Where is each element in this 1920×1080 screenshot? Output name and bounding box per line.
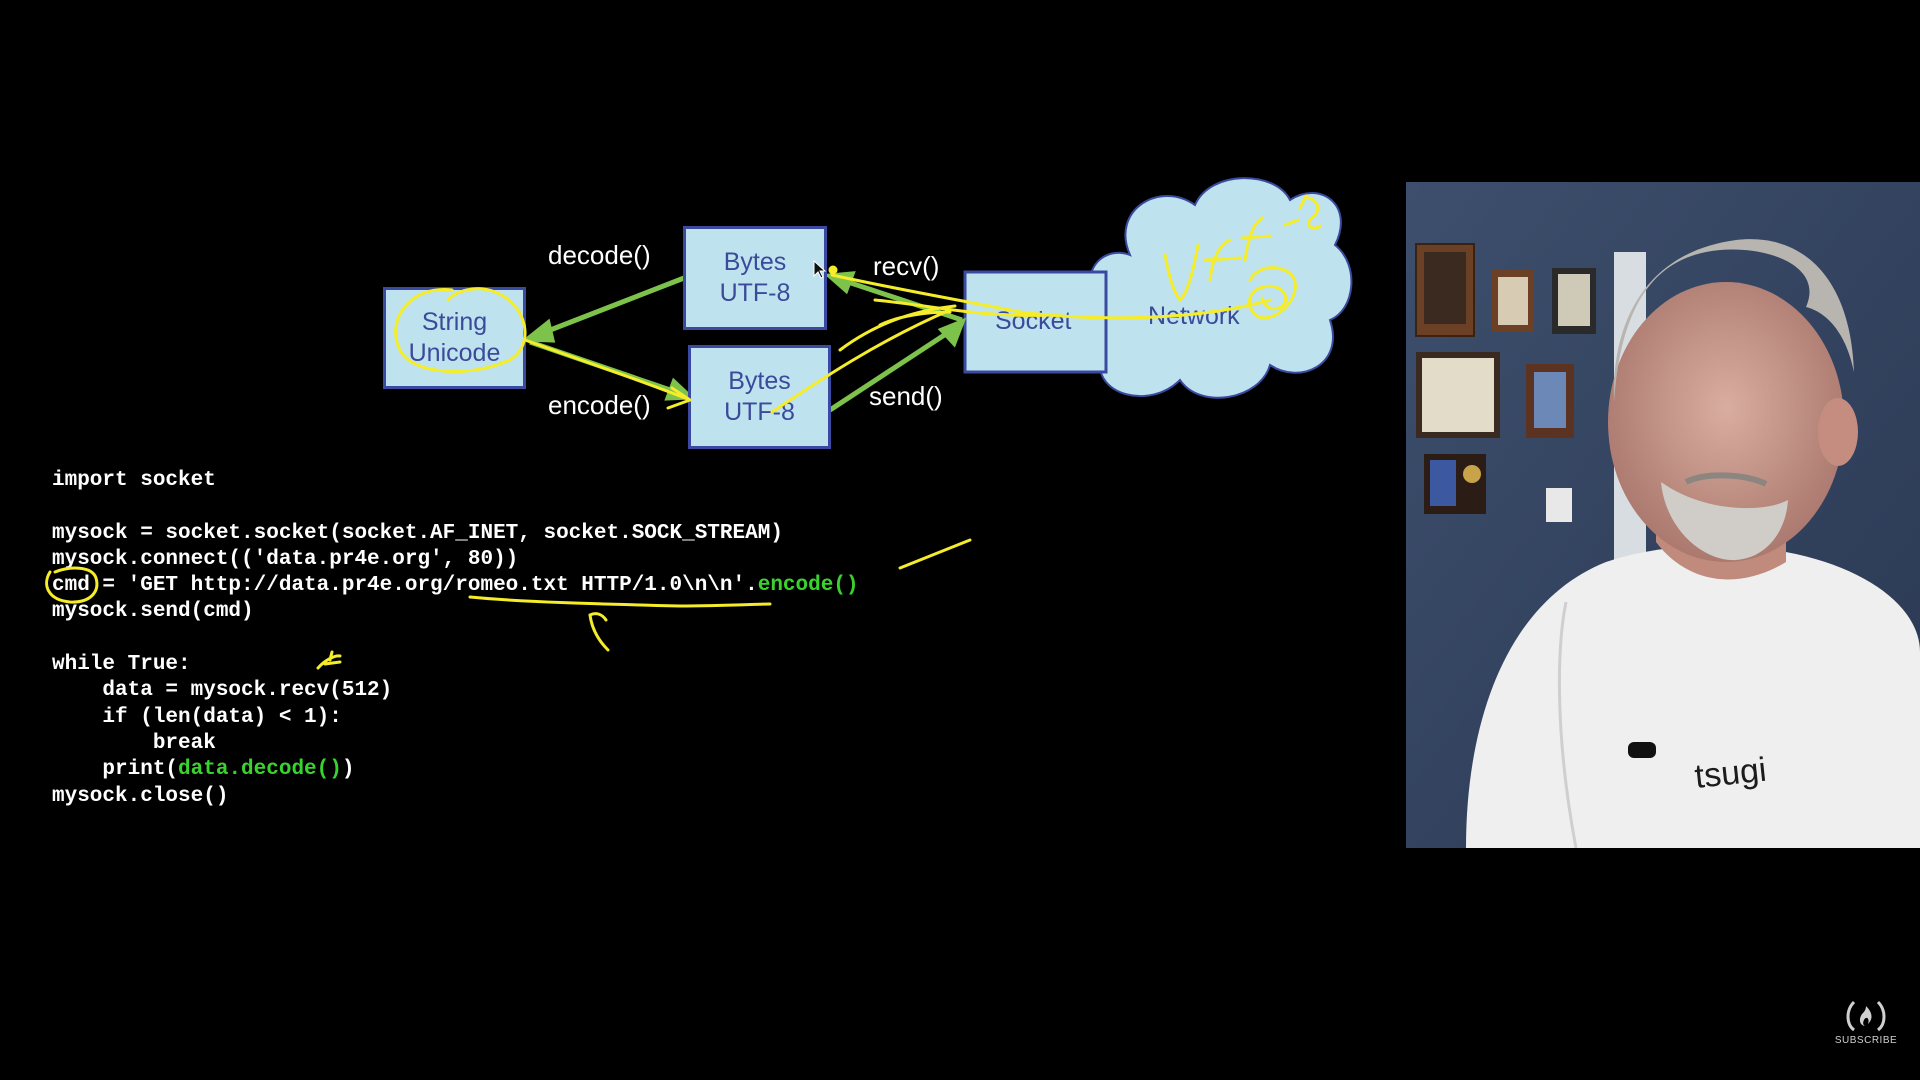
annotation-caret — [588, 612, 610, 652]
bytes-utf8-top-box: Bytes UTF-8 — [683, 226, 827, 330]
presenter-beard — [1661, 482, 1788, 561]
decode-label: decode() — [548, 240, 651, 270]
code-line: print(data.decode()) — [52, 757, 859, 783]
presenter-webcam: tsugi — [1406, 182, 1920, 848]
recv-label: recv() — [873, 251, 940, 281]
send-arrow-head — [937, 317, 967, 348]
code-line: mysock = socket.socket(socket.AF_INET, s… — [52, 521, 859, 547]
code-segment: mysock.connect(('data.pr4e.org', 80)) — [52, 547, 519, 571]
freecodecamp-logo-icon — [1846, 1000, 1886, 1032]
code-highlight-segment: data.decode() — [178, 758, 342, 782]
lapel-mic — [1628, 742, 1656, 758]
encode-label: encode() — [548, 390, 651, 420]
string-box-line1: String — [421, 308, 488, 336]
code-line: mysock.connect(('data.pr4e.org', 80)) — [52, 547, 859, 573]
code-segment: mysock = socket.socket(socket.AF_INET, s… — [52, 521, 783, 545]
code-line: import socket — [52, 468, 859, 494]
subscribe-label: SUBSCRIBE — [1834, 1035, 1898, 1046]
send-label: send() — [869, 381, 943, 411]
bytes-bottom-line1: Bytes — [728, 367, 791, 395]
shirt-logo: tsugi — [1693, 751, 1768, 796]
code-segment: import socket — [52, 469, 216, 492]
code-line: mysock.close() — [52, 784, 859, 810]
code-segment: print( — [52, 758, 179, 782]
code-segment: break — [52, 731, 216, 755]
code-line: data = mysock.recv(512) — [52, 678, 859, 704]
code-segment: ) — [341, 758, 355, 782]
code-segment: mysock.send(cmd) — [52, 600, 254, 624]
decode-arrow — [539, 275, 685, 337]
annotation-send-stroke — [770, 304, 957, 414]
send-arrow — [828, 327, 954, 413]
annotation-utf-scribble — [1163, 194, 1322, 302]
wall-plaques — [1415, 243, 1596, 522]
annotation-encode-stroke — [523, 338, 692, 410]
annotation-circle-cmd — [45, 566, 99, 604]
annotation-scribble-knot — [1248, 266, 1297, 320]
code-line: break — [52, 731, 859, 757]
bytes-utf8-bottom-box: Bytes UTF-8 — [688, 345, 831, 449]
decode-arrow-head — [521, 318, 556, 343]
bytes-top-line1: Bytes — [723, 248, 787, 276]
annotation-recv-stroke — [830, 273, 1272, 320]
string-box-line2: Unicode — [408, 339, 501, 367]
bytes-bottom-line2: UTF-8 — [724, 398, 795, 426]
code-segment: data = mysock.recv(512) — [52, 679, 393, 703]
code-line: if (len(data) < 1): — [52, 705, 859, 731]
bytes-top-line2: UTF-8 — [719, 279, 791, 307]
presenter-shirt — [1466, 545, 1920, 848]
annotation-circle-string — [394, 287, 527, 373]
code-line: while True: — [52, 652, 859, 678]
socket-box — [963, 270, 1108, 374]
encode-decode-diagram: String Unicode Bytes UTF-8 Bytes UTF-8 S… — [0, 0, 1400, 460]
code-line: cmd = 'GET http://data.pr4e.org/romeo.tx… — [52, 573, 859, 599]
python-code-listing: import socket mysock = socket.socket(sock… — [52, 468, 859, 810]
code-segment: mysock.close() — [52, 784, 229, 808]
subscribe-badge[interactable]: SUBSCRIBE — [1834, 998, 1898, 1054]
webcam-scene: tsugi — [1406, 182, 1920, 848]
code-segment: cmd = 'GET http://data.pr4e.org/romeo.tx… — [52, 574, 758, 598]
code-highlight-segment: encode() — [757, 574, 859, 598]
mouse-cursor-icon — [813, 260, 827, 279]
socket-label: Socket — [995, 307, 1072, 335]
code-segment: while True: — [52, 653, 191, 677]
annotation-underline-url — [468, 595, 772, 608]
code-segment: if (len(data) < 1): — [52, 705, 342, 729]
annotation-dash — [898, 538, 972, 570]
annotation-a — [316, 650, 342, 670]
code-line: mysock.send(cmd) — [52, 599, 859, 625]
annotation-dot — [828, 265, 838, 275]
